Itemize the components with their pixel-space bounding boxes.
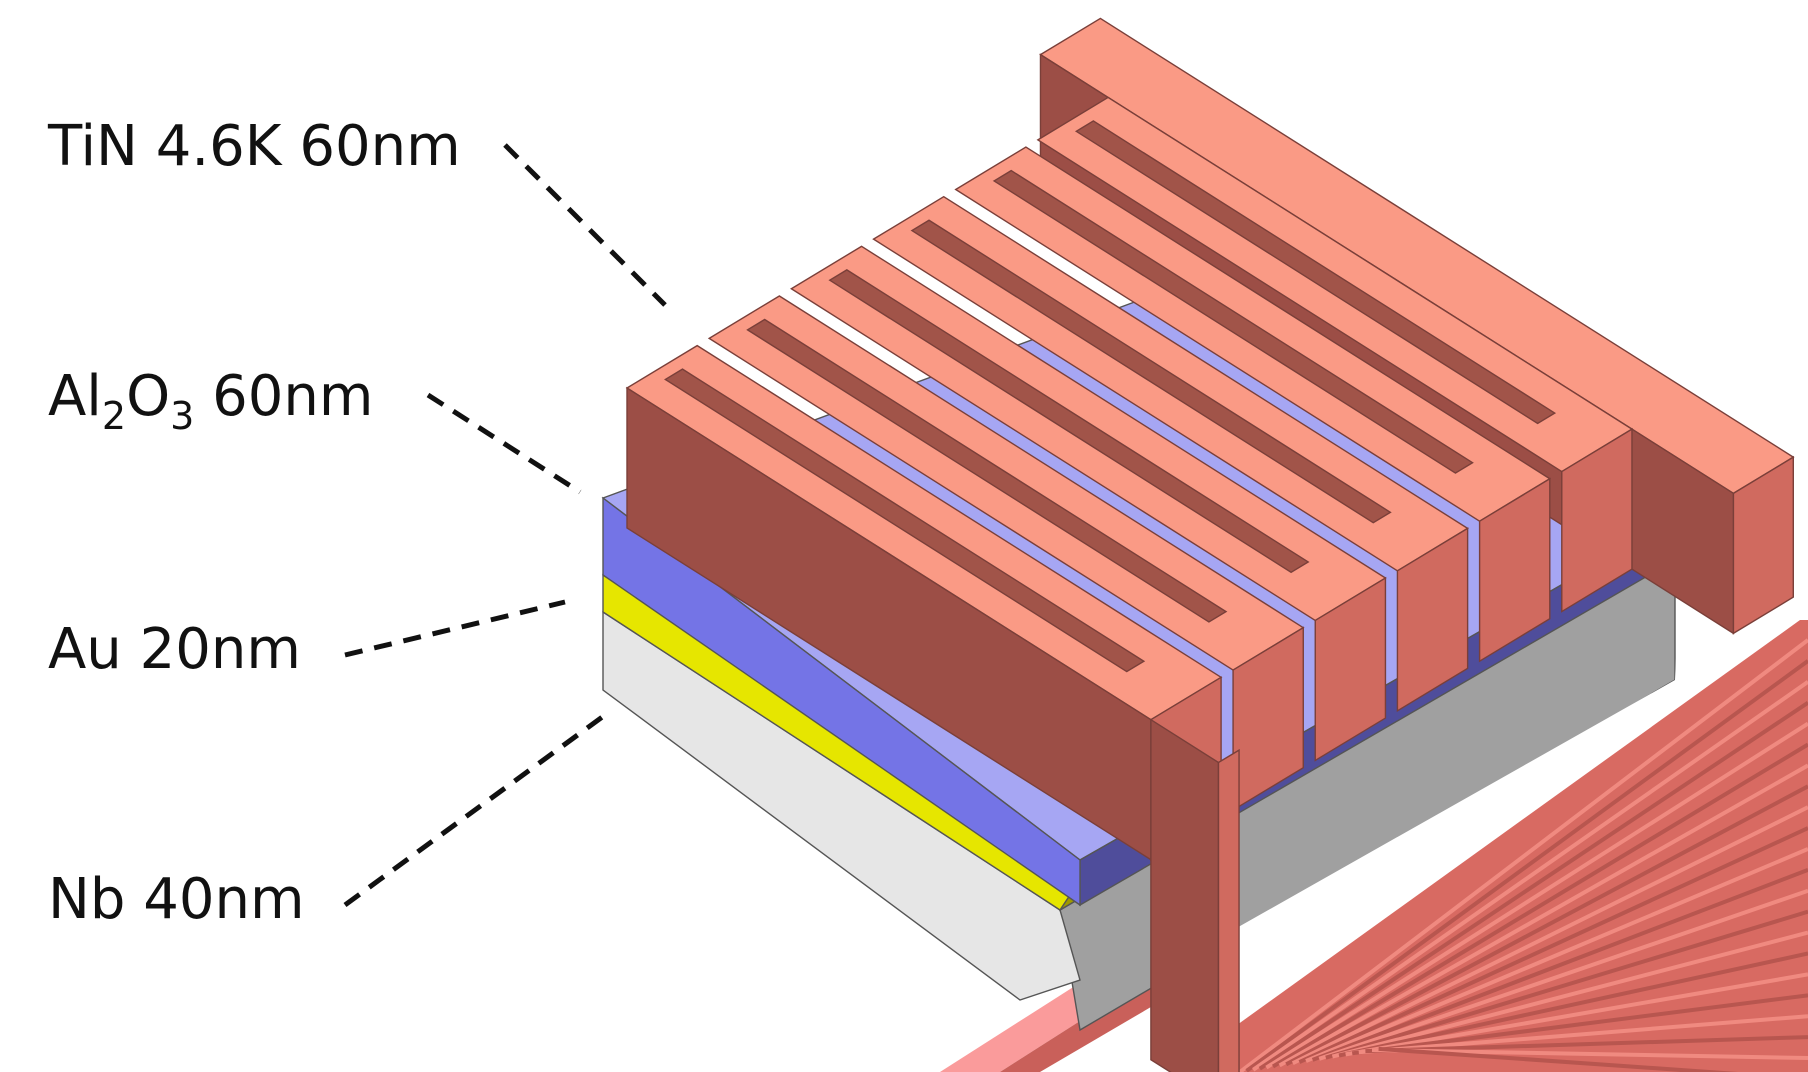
feedline-stripe bbox=[1285, 784, 1808, 1067]
feedline-stripe bbox=[1252, 680, 1808, 1072]
al2o3-front-face bbox=[602, 496, 1081, 907]
feedline-stripe bbox=[1318, 888, 1808, 1061]
feedline-stripe bbox=[1238, 638, 1808, 1072]
tin-finger-end bbox=[1478, 477, 1551, 663]
feedline-stripe bbox=[1378, 1046, 1738, 1072]
leader-al2o3 bbox=[426, 392, 582, 495]
tin-finger-groove bbox=[992, 169, 1474, 474]
tin-finger-end bbox=[1561, 427, 1633, 613]
tin-finger-groove bbox=[910, 219, 1392, 524]
leader-au bbox=[344, 599, 566, 658]
feedline-stripes bbox=[1238, 638, 1808, 1072]
feedline-stripe bbox=[1338, 951, 1808, 1058]
feedline-stripe bbox=[1311, 868, 1808, 1062]
tin-meander bbox=[625, 17, 1795, 1072]
feedline-stripe bbox=[1298, 826, 1808, 1064]
tin-finger-end bbox=[1314, 576, 1387, 762]
feedline-stripe bbox=[1278, 763, 1808, 1068]
tin-leg-side bbox=[1217, 748, 1240, 1072]
feedline-stripe bbox=[1271, 742, 1808, 1069]
tin-finger-groove bbox=[664, 368, 1146, 673]
leader-lines bbox=[343, 143, 667, 908]
label-al2o3-sub3: 3 bbox=[170, 394, 194, 438]
tin-finger-groove bbox=[746, 318, 1228, 623]
leader-tin bbox=[503, 143, 667, 307]
tin-finger-groove bbox=[1074, 120, 1557, 425]
tin-finger-groove bbox=[828, 269, 1310, 574]
feedline-stripe bbox=[1245, 659, 1808, 1072]
leader-nb bbox=[343, 712, 607, 908]
feedline-stripe bbox=[1331, 930, 1808, 1059]
feedline-stripe bbox=[1365, 1035, 1808, 1054]
labels: TiN 4.6K 60nm Al2O3 60nm Au 20nm Nb 40nm bbox=[47, 114, 461, 932]
label-nb: Nb 40nm bbox=[48, 867, 305, 932]
feedline-stripe bbox=[1345, 972, 1808, 1057]
label-au: Au 20nm bbox=[48, 617, 301, 682]
feedline-stripe bbox=[1371, 1048, 1808, 1060]
tin-leg-front bbox=[1150, 718, 1220, 1072]
feedline-stripe bbox=[1265, 721, 1808, 1070]
label-al2o3-rest: 60nm bbox=[194, 364, 373, 429]
label-tin: TiN 4.6K 60nm bbox=[47, 114, 461, 179]
feedline-stripe bbox=[1305, 847, 1808, 1063]
feedline-stripe bbox=[1358, 1014, 1808, 1055]
tin-finger-end bbox=[1396, 527, 1469, 713]
feedline-stripe bbox=[1258, 701, 1808, 1071]
feedline-stripe bbox=[1291, 805, 1808, 1065]
feedline-stripe bbox=[1351, 993, 1808, 1056]
label-al2o3: Al2O3 60nm bbox=[48, 364, 373, 438]
feedline-stripe bbox=[1325, 909, 1808, 1060]
label-al2o3-al: Al bbox=[48, 364, 102, 429]
label-al2o3-sub2: 2 bbox=[102, 394, 126, 438]
label-al2o3-o: O bbox=[126, 364, 170, 429]
